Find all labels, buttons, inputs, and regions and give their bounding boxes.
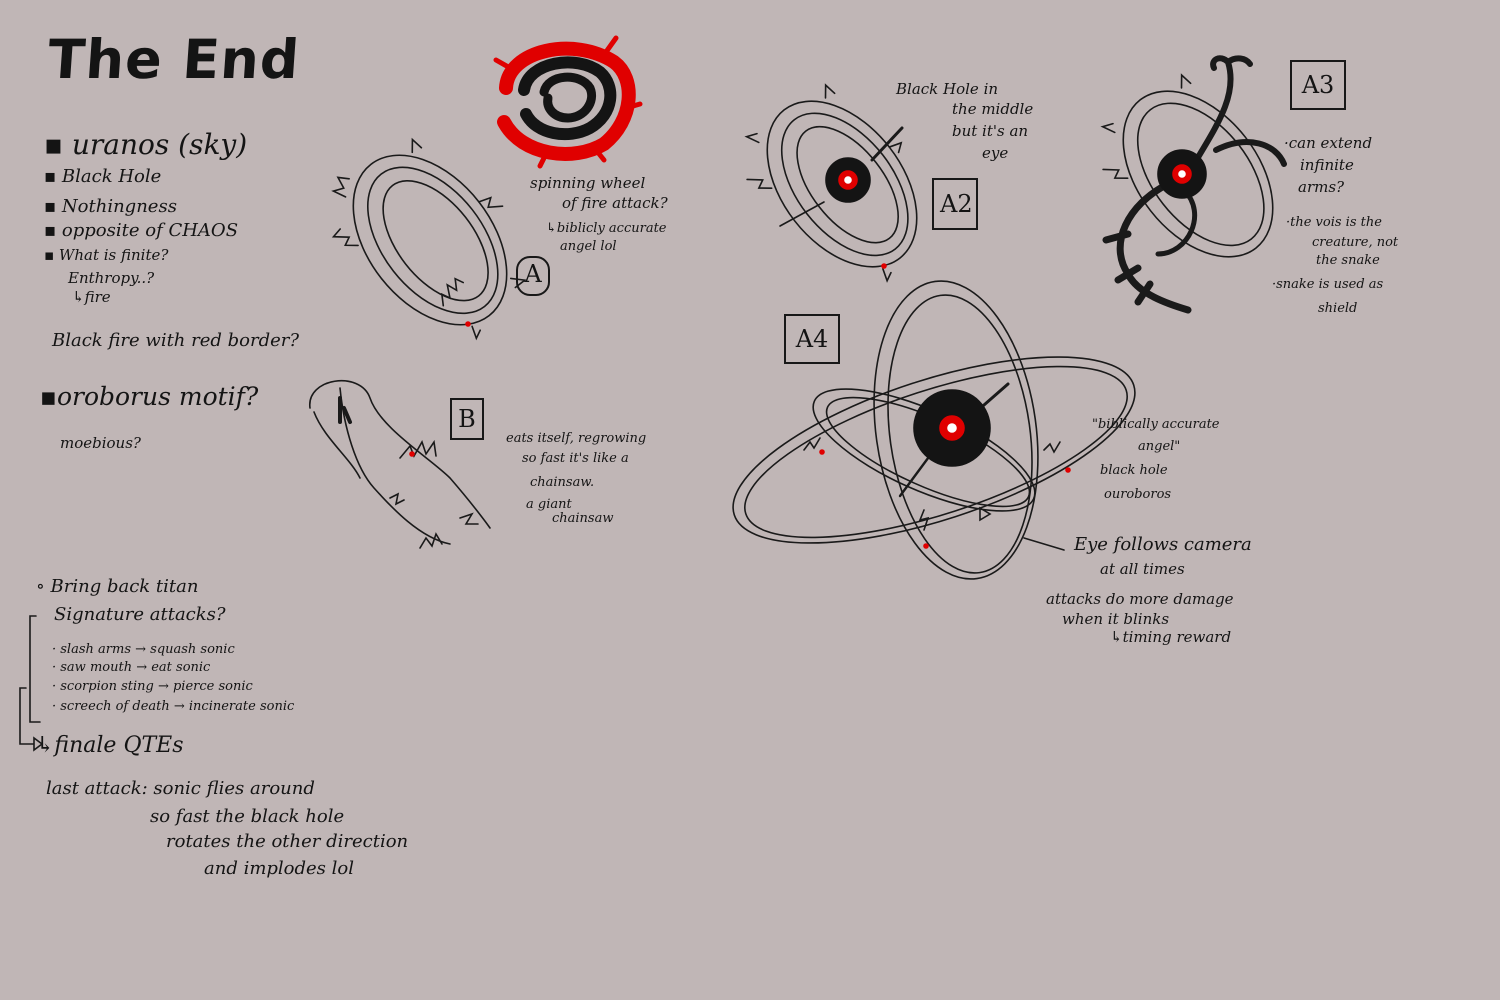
creature-note: creature, not — [1312, 235, 1399, 250]
eats-itself-note: eats itself, regrowing — [506, 431, 647, 446]
attack-item: · scorpion sting → pierce sonic — [52, 679, 253, 694]
page-title: The End — [45, 28, 302, 91]
sketch-a-ring — [331, 137, 527, 341]
eye-follows-note: at all times — [1100, 560, 1185, 578]
spinning-wheel-note: angel lol — [560, 239, 617, 254]
attack-bracket — [19, 615, 44, 752]
sketch-b-ouroboros — [309, 380, 491, 549]
shield-note: ·snake is used as — [1272, 277, 1384, 292]
eats-itself-note: chainsaw — [552, 511, 614, 526]
note-black-hole: ▪ Black Hole — [44, 166, 162, 187]
extend-arms-note: arms? — [1298, 178, 1345, 196]
eye-follows-note: Eye follows camera — [1074, 534, 1252, 555]
shield-note: shield — [1318, 301, 1358, 316]
attack-item: · screech of death → incinerate sonic — [52, 699, 295, 714]
note-finale-qtes: ↳finale QTEs — [36, 733, 184, 758]
sketch-a4-rings — [732, 280, 1136, 580]
sketch-a2-eye-ring — [744, 83, 918, 283]
note-entropy: Enthropy..? — [68, 269, 155, 287]
sketch-a3-eye-arms — [1100, 55, 1287, 314]
extend-arms-note: ·can extend — [1284, 134, 1373, 152]
attacks-damage-note: attacks do more damage — [1046, 590, 1234, 608]
label-a: A — [516, 256, 550, 296]
black-hole-middle-note: eye — [982, 144, 1009, 162]
label-a2: A2 — [932, 178, 978, 230]
last-attack-line: rotates the other direction — [166, 831, 409, 852]
eats-itself-note: a giant — [526, 497, 572, 512]
eats-itself-note: so fast it's like a — [522, 451, 629, 466]
note-oroborus: ▪oroborus motif? — [40, 382, 259, 411]
note-black-fire: Black fire with red border? — [52, 330, 300, 351]
last-attack-line: and implodes lol — [204, 858, 354, 879]
spinning-wheel-note: ↳biblicly accurate — [546, 221, 667, 236]
note-opposite-chaos: ▪ opposite of CHAOS — [44, 220, 239, 241]
note-nothingness: ▪ Nothingness — [44, 196, 177, 217]
spinning-wheel-note: spinning wheel — [530, 174, 646, 192]
angel-oroboros-note: "biblically accurate — [1092, 417, 1220, 432]
spinning-wheel-sketch — [493, 35, 643, 169]
extend-arms-note: infinite — [1300, 156, 1354, 174]
creature-note: the snake — [1316, 253, 1380, 268]
eats-itself-note: chainsaw. — [530, 475, 595, 490]
note-signature-attacks: Signature attacks? — [54, 604, 226, 625]
note-fire: ↳fire — [72, 288, 111, 306]
uranos-heading: ▪ uranos (sky) — [44, 128, 248, 161]
black-hole-middle-note: but it's an — [952, 122, 1029, 140]
angel-oroboros-note: ouroboros — [1104, 487, 1172, 502]
angel-oroboros-note: angel" — [1138, 439, 1181, 454]
attacks-damage-note: when it blinks — [1062, 610, 1170, 628]
note-bring-back-titan: ∘ Bring back titan — [36, 576, 199, 597]
label-a4: A4 — [784, 314, 840, 364]
attacks-damage-note: ↳timing reward — [1110, 628, 1232, 646]
label-b: B — [450, 398, 484, 440]
label-a3: A3 — [1290, 60, 1346, 110]
black-hole-middle-note: the middle — [952, 100, 1034, 118]
creature-note: ·the vois is the — [1286, 215, 1382, 230]
attack-item: · slash arms → squash sonic — [52, 642, 235, 657]
spinning-wheel-note: of fire attack? — [562, 194, 668, 212]
angel-oroboros-note: black hole — [1100, 463, 1168, 478]
attack-item: · saw mouth → eat sonic — [52, 660, 211, 675]
last-attack-line: last attack: sonic flies around — [46, 778, 315, 799]
note-what-finite: ▪ What is finite? — [44, 246, 169, 264]
last-attack-line: so fast the black hole — [150, 806, 345, 827]
black-hole-middle-note: Black Hole in — [896, 80, 999, 98]
note-moebious: moebious? — [60, 434, 141, 452]
